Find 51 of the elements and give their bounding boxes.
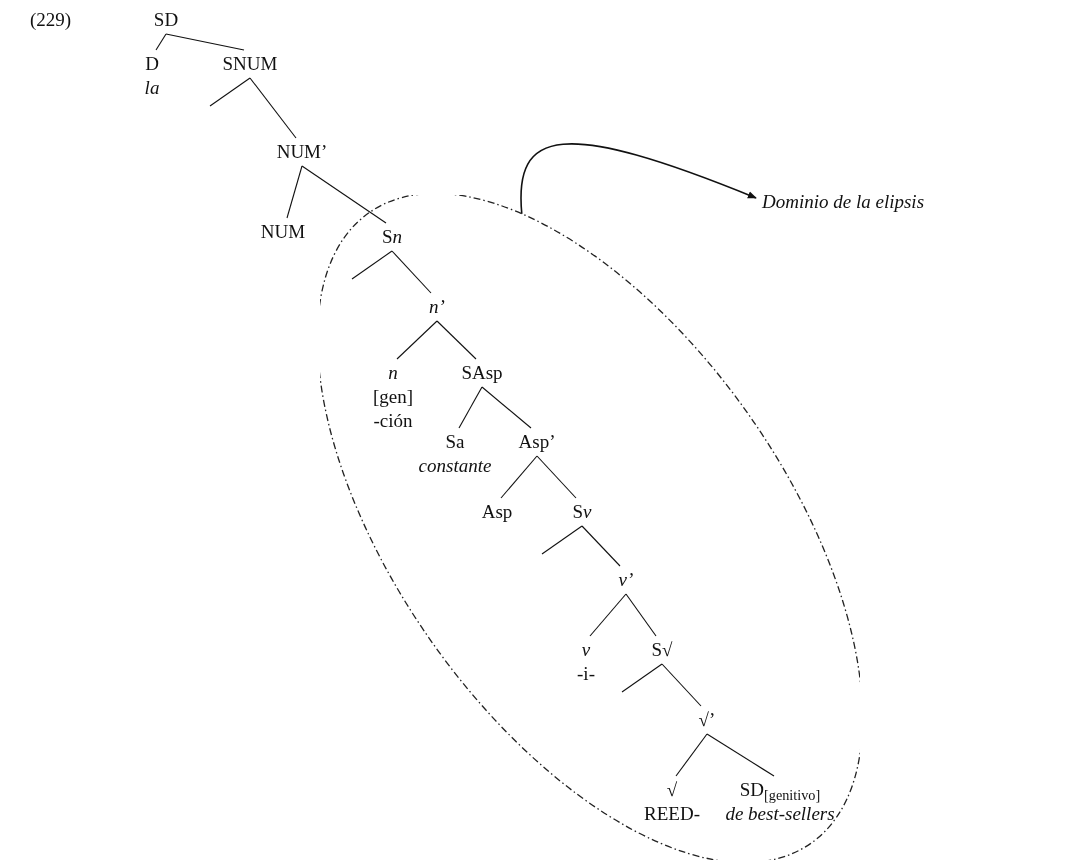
tree-branch: [621, 663, 663, 693]
tree-branch: [391, 250, 432, 294]
category-label: SD: [153, 8, 179, 32]
tree-branch: [301, 165, 387, 224]
tree-branch: [286, 165, 303, 219]
category-label: SD$_{[genitivo]}$: [739, 778, 821, 802]
category-label: SNUM: [222, 52, 278, 76]
tree-branch: [541, 525, 583, 555]
category-label: √: [666, 778, 678, 802]
category-label: SAsp: [461, 361, 503, 385]
tree-branch: [536, 455, 577, 499]
category-label: D: [145, 52, 159, 76]
tree-branch: [249, 77, 297, 139]
lexical-item: de best-sellers: [725, 803, 835, 826]
category-label: Sv: [572, 500, 592, 524]
tree-branch: [351, 250, 393, 280]
category-label: NUM’: [276, 140, 328, 164]
category-label: v’: [618, 568, 634, 592]
tree-branch: [458, 386, 483, 429]
category-label: Asp: [481, 500, 513, 524]
tree-branch: [661, 663, 702, 707]
category-label: NUM: [260, 220, 306, 244]
category-label: S√: [651, 638, 673, 662]
tree-branch: [396, 320, 438, 360]
tree-branch: [500, 455, 538, 499]
category-label: Sa: [445, 430, 465, 454]
lexical-item: -i-: [577, 662, 595, 686]
lexical-item: la: [144, 76, 160, 100]
category-label: v: [581, 638, 591, 662]
example-number: (229): [30, 8, 72, 32]
tree-branch: [155, 33, 167, 51]
tree-branch: [581, 525, 621, 567]
lexical-item: -ción: [373, 409, 413, 433]
tree-branch: [625, 593, 657, 637]
category-label: Asp’: [518, 430, 556, 454]
curved-arrow: [520, 143, 757, 215]
tree-branch: [209, 77, 251, 107]
annotation-text: Dominio de la elipsis: [762, 190, 925, 214]
category-label: n: [388, 361, 398, 385]
lexical-item: REED-: [644, 802, 700, 826]
tree-branch: [481, 386, 532, 429]
category-label: √’: [698, 708, 716, 732]
lexical-item: constante: [418, 454, 492, 478]
tree-branch: [675, 733, 708, 777]
tree-branch: [589, 593, 627, 637]
category-label: Sn: [381, 225, 403, 249]
category-label: n’: [429, 295, 445, 319]
tree-branch: [706, 733, 775, 777]
tree-branch: [436, 320, 477, 360]
tree-branch: [165, 33, 245, 51]
lexical-item: [gen]: [372, 385, 414, 409]
